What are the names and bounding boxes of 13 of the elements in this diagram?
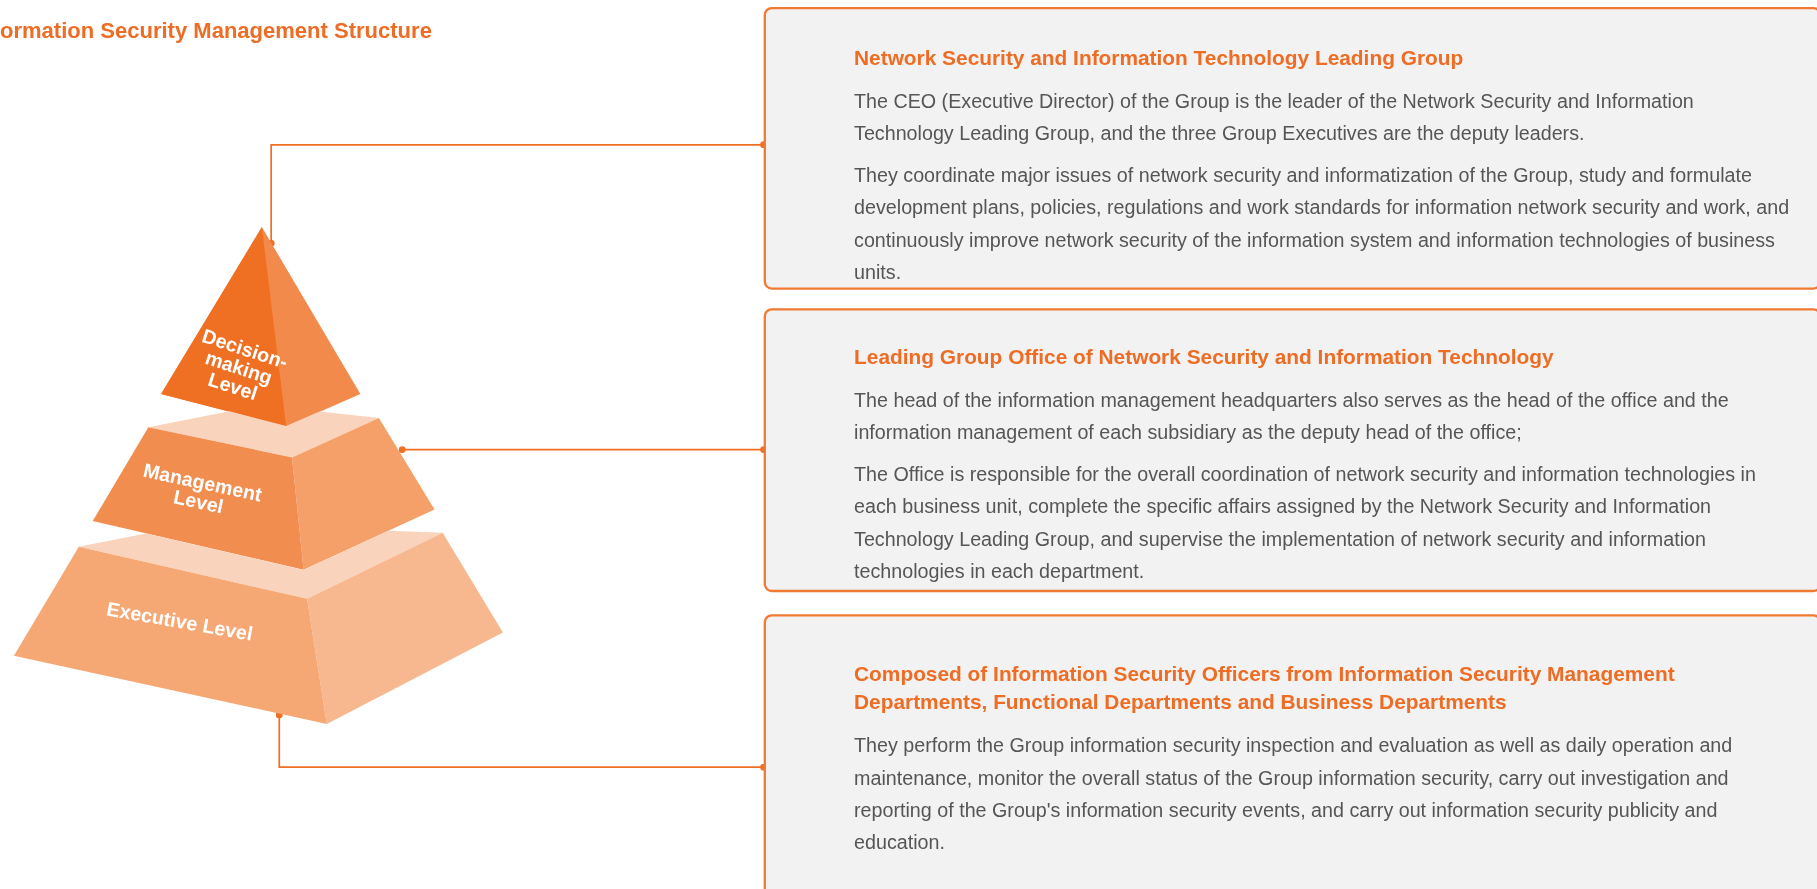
description-text: They perform the Group information security inspection and evaluation as well as daily operation and maintenance, monitor the overall status of the Group information security, carry out investigation and reporting of the Group's information security events, and carry out information security publicity and education. <box>854 733 1734 857</box>
description-card <box>763 308 1817 593</box>
diagram-title: ormation Security Management Structure <box>0 18 432 45</box>
card-heading: Leading Group Office of Network Security and Information Technology <box>854 344 1555 371</box>
description-text: They coordinate major issues of network security and informatization of the Group, study and formulate development plans, policies, regulations and work standards for information network security and work, and continuously improve network security of the information system and information technologies of business units. <box>854 163 1791 286</box>
description-text: The head of the information management headquarters also serves as the head of the office and the information management of each subsidiary as the deputy head of the office; <box>854 388 1730 446</box>
description-card <box>763 614 1817 889</box>
card-heading: Network Security and Information Technology Leading Group <box>854 45 1465 72</box>
level-label: Executive Level <box>103 597 256 648</box>
card-heading: Composed of Information Security Officers from Information Security Management Departments, Functional Departments and Business Departments <box>854 661 1676 716</box>
description-text: The CEO (Executive Director) of the Group is the leader of the Network Security and Information Technology Leading Group, and the three Group Executives are the deputy leaders. <box>854 89 1695 147</box>
description-card <box>763 6 1817 290</box>
description-text: The Office is responsible for the overall coordination of network security and information technologies in each business unit, complete the specific affairs assigned by the Network Security and Information Technology Leading Group, and supervise the implementation of network security and information technologies in each department. <box>854 462 1757 585</box>
